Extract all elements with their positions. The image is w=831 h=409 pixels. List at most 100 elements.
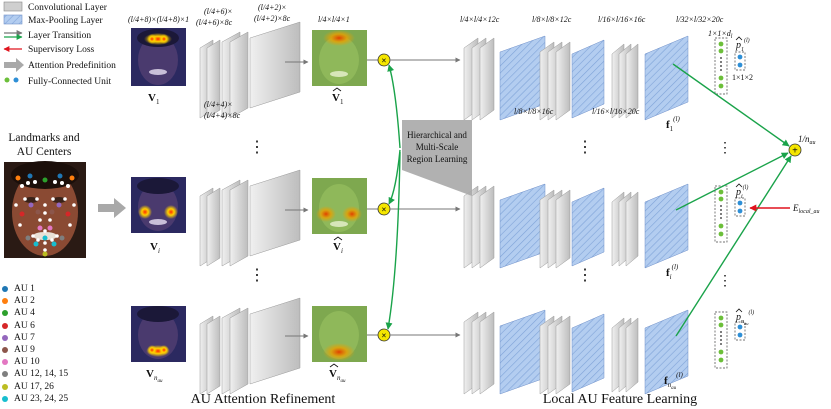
loss-label-main: E: [792, 203, 799, 213]
label-pn-subsub: au: [744, 321, 749, 326]
label-f1-main: f: [666, 119, 670, 131]
mult-symbol-n: ×: [381, 331, 386, 341]
label-v1-main: V: [148, 92, 156, 104]
label-v1: V1: [148, 92, 160, 106]
region-learning-line2: Multi-Scale: [416, 142, 459, 152]
label-vhatn: Vnau: [329, 368, 346, 384]
label-fn-main: f: [664, 375, 668, 387]
au-legend-dot: [2, 286, 8, 293]
label-pn-sub: n: [741, 319, 744, 325]
sum-symbol: +: [792, 146, 798, 157]
legend-loss-label: Supervisory Loss: [28, 45, 95, 55]
sum-fraction: 1/nau: [798, 134, 816, 146]
label-fn-sub: n: [668, 381, 672, 389]
green-arrow-fi-to-sum: [675, 152, 789, 211]
dim-conv2-l1: (l/4+2)×: [258, 3, 287, 12]
au-legend-label: AU 7: [14, 332, 35, 343]
label-f1-sup: (l): [673, 115, 680, 123]
legend-fc-green-dot: [4, 77, 10, 83]
sum-node: [788, 143, 802, 157]
au-legend-item: AU 1: [2, 283, 68, 295]
label-fi-sup: (l): [672, 263, 679, 271]
green-arrow-to-mult-1: [387, 64, 401, 149]
region-learning-box: [402, 120, 472, 196]
label-fn-subsub: au: [671, 386, 677, 391]
fc-column-row1: [714, 37, 746, 95]
green-arrow-f1-to-sum: [672, 63, 790, 147]
legend-maxpool-label: Max-Pooling Layer: [28, 16, 104, 26]
conv-stack-rowi: [199, 169, 301, 267]
au-legend-dot: [2, 371, 8, 378]
label-pi-sub: i: [741, 194, 743, 200]
label-fi-main: f: [666, 267, 670, 279]
label-p1-sub: 1: [741, 47, 744, 53]
legend-maxpool-swatch: [3, 14, 23, 25]
label-f1-sub: 1: [670, 125, 674, 133]
dim-g3: l/16×l/16×16c: [598, 15, 646, 24]
label-pn-main: p: [735, 312, 741, 323]
landmarks-title-line2: AU Centers: [17, 146, 72, 158]
label-vhat1-main: V: [332, 92, 340, 104]
label-vi: Vi: [150, 241, 160, 255]
dim-conv1-l2: (l/4+6)×8c: [196, 18, 233, 27]
section-title-left: AU Attention Refinement: [191, 392, 336, 407]
au-legend-label: AU 10: [14, 357, 40, 368]
landmark-face-image: [4, 161, 86, 258]
label-vi-main: V: [150, 241, 158, 253]
ellipsis-conv-top: ⋮: [249, 139, 265, 156]
dim-fc-sub: l: [731, 34, 733, 40]
mult-symbol-i: ×: [381, 205, 386, 215]
sum-fraction-main: 1/n: [798, 134, 810, 144]
dim-fc: 1×1×dl: [708, 29, 733, 40]
attention-predef-arrow: [98, 198, 126, 218]
face-vn: [131, 306, 186, 362]
dim-g2: l/8×l/8×12c: [532, 15, 572, 24]
label-vhati-sub: i: [341, 247, 343, 255]
label-p1-main: p: [735, 40, 741, 51]
ellipsis-conv-bottom: ⋮: [249, 267, 265, 284]
legend-transition-label: Layer Transition: [28, 31, 91, 41]
row-1: ×: [131, 21, 746, 121]
au-legend-label: AU 6: [14, 320, 35, 331]
label-v1-sub: 1: [156, 98, 160, 106]
label-vn-sub: n: [154, 374, 158, 382]
label-p1: p1(l): [735, 37, 750, 53]
label-vhatn-sub: n: [337, 374, 341, 382]
au-legend-label: AU 9: [14, 345, 35, 356]
legend-attention-label: Attention Predefinition: [28, 60, 116, 71]
dim-convbottom-l1: (l/4+4)×: [204, 100, 233, 109]
face-vhat1: [312, 30, 367, 86]
label-vhati: Vi: [333, 241, 343, 255]
au-legend-dot: [2, 359, 8, 366]
au-legend-label: AU 4: [14, 308, 35, 319]
au-legend-item: AU 17, 26: [2, 381, 68, 393]
au-legend-item: AU 10: [2, 356, 68, 368]
label-vn-subsub: au: [157, 379, 163, 384]
ellipsis-fc-top: ⋮: [718, 141, 732, 156]
au-legend-item: AU 6: [2, 320, 68, 332]
green-arrow-fn-to-sum: [675, 155, 792, 337]
conv-stack-row1: [199, 21, 301, 119]
label-vhat1-sub: 1: [340, 98, 344, 106]
au-legend-item: AU 7: [2, 332, 68, 344]
au-legend-label: AU 12, 14, 15: [14, 369, 69, 380]
face-vhatn: [312, 306, 367, 362]
au-legend-item: AU 23, 24, 25: [2, 393, 68, 405]
dim-conv2-l2: (l/4+2)×8c: [254, 14, 291, 23]
green-arrow-to-mult-n: [385, 151, 401, 330]
dim-g3b: l/16×l/16×20c: [592, 107, 640, 116]
dim-conv1-l1: (l/4+6)×: [204, 7, 233, 16]
label-pi-sup: (l): [743, 184, 749, 191]
label-f1: f1 (l): [666, 115, 680, 133]
landmarks-title-line1: Landmarks and: [8, 132, 79, 144]
dim-g2b: l/8×l/8×16c: [514, 107, 554, 116]
section-title-right: Local AU Feature Learning: [543, 392, 697, 407]
p-hat-marks: [735, 36, 743, 313]
label-vhat1: V1: [332, 92, 344, 106]
au-legend-dot: [2, 334, 8, 341]
label-pn: pnau(l): [735, 309, 754, 326]
loss-label-sub: local_au: [799, 209, 820, 215]
au-legend-dot: [2, 395, 8, 402]
